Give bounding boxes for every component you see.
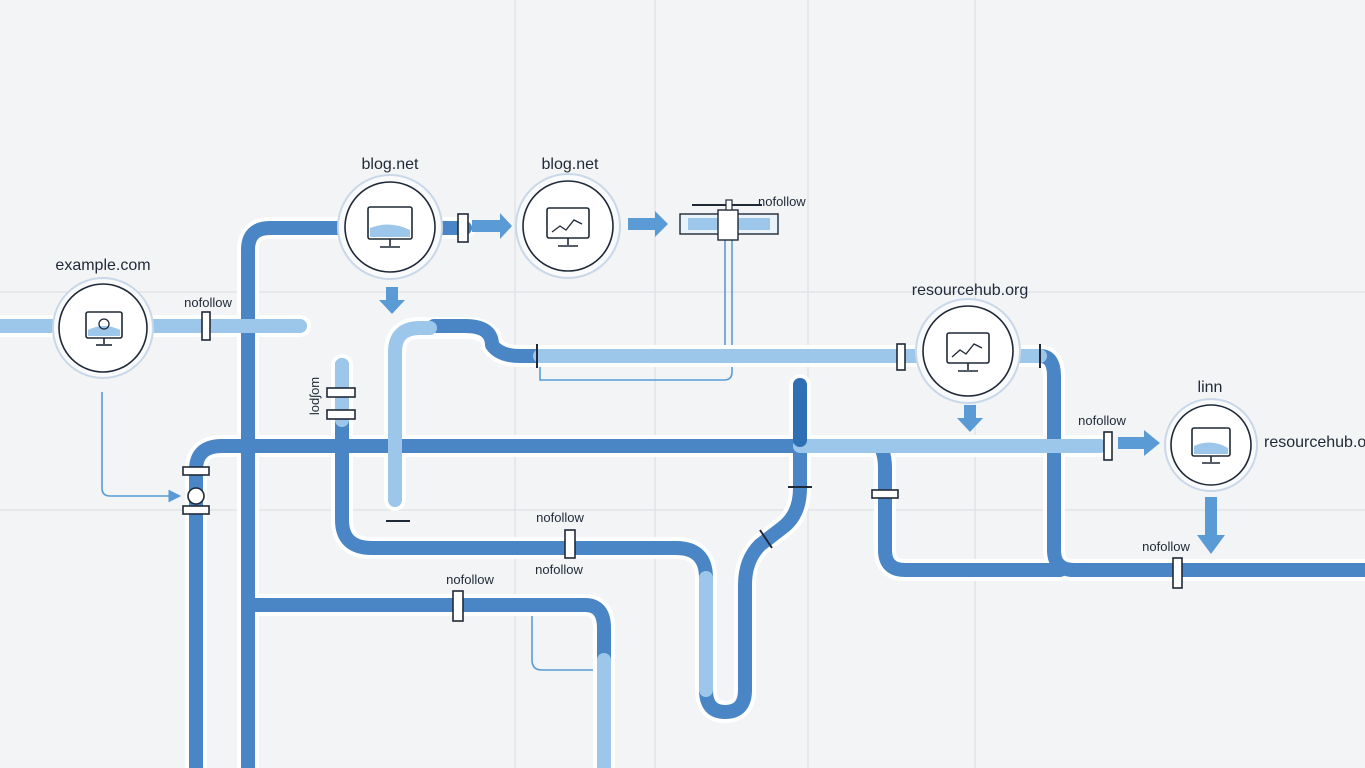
valve-icon	[564, 529, 576, 559]
monitor-wave-icon	[1191, 427, 1231, 464]
node-blog-2[interactable]	[515, 173, 621, 279]
edge-label-nofollow: nofollow	[1078, 413, 1126, 428]
node-label-blog-1: blog.net	[362, 156, 419, 173]
monitor-sun-icon	[85, 311, 123, 346]
node-example[interactable]	[52, 277, 154, 379]
valve-assembly-icon	[679, 199, 779, 241]
valve-icon	[452, 590, 464, 622]
node-resourcehub-2[interactable]	[1164, 398, 1258, 492]
valve-icon	[326, 387, 356, 398]
gauge-icon	[187, 487, 205, 505]
edge-label-nofollow: nofollow	[535, 562, 583, 577]
node-label-linn: linn	[1198, 379, 1223, 396]
edge-label-nofollow: nofollow	[758, 194, 806, 209]
monitor-wave-icon	[367, 206, 413, 248]
node-label-blog-2: blog.net	[542, 156, 599, 173]
valve-icon	[871, 489, 899, 499]
node-label-resourcehub-1: resourcehub.org	[912, 282, 1029, 299]
edge-label-nofollow: nofollow	[446, 572, 494, 587]
edge-label-nofollow: nofollow	[1142, 539, 1190, 554]
monitor-chart-icon	[546, 207, 590, 247]
valves	[182, 199, 1183, 622]
node-resourcehub-1[interactable]	[915, 298, 1021, 404]
flow-arrows	[379, 211, 1225, 554]
node-label-example: example.com	[55, 257, 150, 274]
valve-icon	[1172, 557, 1183, 589]
valve-icon	[896, 343, 906, 371]
edge-label-nofollow: nofollow	[184, 295, 232, 310]
pipe-network	[0, 217, 1365, 768]
valve-icon	[201, 311, 211, 341]
valve-icon	[457, 213, 469, 243]
valve-icon	[1103, 431, 1113, 461]
edge-label-vertical: lodʃom	[307, 377, 322, 415]
edge-label-nofollow: nofollow	[536, 510, 584, 525]
node-label-resourcehub-2: resourcehub.o	[1264, 434, 1365, 451]
node-blog-1[interactable]	[337, 174, 443, 280]
valve-icon	[182, 505, 210, 515]
monitor-chart-icon	[946, 332, 990, 372]
valve-icon	[182, 466, 210, 476]
valve-icon	[326, 409, 356, 420]
